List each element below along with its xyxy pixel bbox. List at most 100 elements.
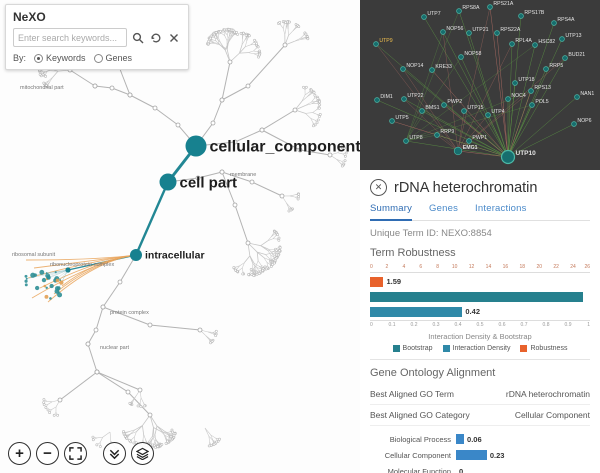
tree-node[interactable] xyxy=(137,387,143,393)
gene-node-UTP18[interactable] xyxy=(512,80,518,86)
cluster-node[interactable] xyxy=(59,279,62,281)
gene-node-NOC4[interactable] xyxy=(505,96,511,102)
tree-node[interactable] xyxy=(227,59,233,65)
tree-node[interactable] xyxy=(282,42,288,48)
tree-node-intracellular[interactable] xyxy=(130,249,142,261)
search-icon[interactable] xyxy=(130,30,145,45)
gene-node-EMG1[interactable] xyxy=(453,146,463,156)
cluster-node[interactable] xyxy=(41,277,47,283)
gene-node-PWP1[interactable] xyxy=(466,138,472,144)
tree-node[interactable] xyxy=(125,389,131,395)
reset-icon[interactable] xyxy=(148,30,163,45)
tree-node[interactable] xyxy=(232,202,238,208)
tree-node-cellular_component[interactable] xyxy=(185,135,207,157)
tab-genes[interactable]: Genes xyxy=(429,203,459,214)
cluster-node[interactable] xyxy=(25,277,28,280)
cluster-node[interactable] xyxy=(55,278,60,283)
gene-node-NOP58[interactable] xyxy=(458,54,464,60)
gene-node-PWP2[interactable] xyxy=(441,102,447,108)
tree-node[interactable] xyxy=(57,397,63,403)
cluster-node[interactable] xyxy=(56,286,61,290)
cluster-node[interactable] xyxy=(49,297,52,300)
fit-view-button[interactable] xyxy=(64,442,87,465)
gene-node-UTP15[interactable] xyxy=(461,108,467,114)
tree-node[interactable] xyxy=(210,120,216,126)
gene-node-UTP4[interactable] xyxy=(485,112,491,118)
cluster-node[interactable] xyxy=(45,286,48,290)
cluster-node[interactable] xyxy=(24,283,28,287)
tree-node[interactable] xyxy=(292,107,298,113)
gene-node-UTP10[interactable] xyxy=(500,149,516,165)
tree-node[interactable] xyxy=(195,175,201,181)
cluster-node[interactable] xyxy=(45,272,48,274)
cluster-node[interactable] xyxy=(33,273,37,277)
zoom-in-button[interactable]: + xyxy=(8,442,31,465)
tree-node[interactable] xyxy=(297,147,303,153)
tree-node[interactable] xyxy=(197,327,203,333)
layers-button[interactable] xyxy=(131,442,154,465)
gene-node-NOP56[interactable] xyxy=(440,29,446,35)
cluster-node[interactable] xyxy=(54,271,57,274)
tree-node[interactable] xyxy=(219,169,225,175)
tree-node[interactable] xyxy=(232,139,238,145)
gene-node-UTP7[interactable] xyxy=(421,14,427,20)
gene-node-RPS4A[interactable] xyxy=(551,20,557,26)
tree-node[interactable] xyxy=(152,105,158,111)
radio-genes-circle[interactable] xyxy=(93,53,103,63)
tree-node[interactable] xyxy=(147,322,153,328)
tab-interactions[interactable]: Interactions xyxy=(475,203,527,214)
tree-node[interactable] xyxy=(327,152,333,158)
gene-node-HSC82[interactable] xyxy=(532,42,538,48)
gene-node-DIM1[interactable] xyxy=(374,97,380,103)
tree-node[interactable] xyxy=(249,179,255,185)
cluster-node[interactable] xyxy=(59,280,64,285)
tab-summary[interactable]: Summary xyxy=(370,203,413,221)
cluster-node[interactable] xyxy=(49,283,54,289)
gene-node-NOP14[interactable] xyxy=(400,66,406,72)
tree-node[interactable] xyxy=(245,240,251,246)
tree-node[interactable] xyxy=(93,327,99,333)
cluster-node[interactable] xyxy=(34,285,40,291)
tree-node[interactable] xyxy=(92,83,98,89)
gene-node-RPL4A[interactable] xyxy=(509,41,515,47)
gene-node-BUD21[interactable] xyxy=(562,55,568,61)
tree-node[interactable] xyxy=(147,412,153,418)
gene-node-BMS1[interactable] xyxy=(419,108,425,114)
search-input[interactable] xyxy=(13,28,127,47)
gene-node-RPS21A[interactable] xyxy=(487,4,493,10)
gene-node-RRP5[interactable] xyxy=(543,66,549,72)
tree-node[interactable] xyxy=(259,127,265,133)
gene-node-KRE33[interactable] xyxy=(429,67,435,73)
tree-node[interactable] xyxy=(279,193,285,199)
cluster-node[interactable] xyxy=(57,291,60,294)
tree-node[interactable] xyxy=(245,83,251,89)
gene-node-RPS8A[interactable] xyxy=(456,8,462,14)
tree-node[interactable] xyxy=(109,85,115,91)
cluster-node[interactable] xyxy=(44,294,49,299)
tree-node[interactable] xyxy=(94,369,100,375)
gene-node-UTP5[interactable] xyxy=(389,118,395,124)
cluster-node[interactable] xyxy=(24,274,28,278)
gene-node-NAN1[interactable] xyxy=(574,94,580,100)
close-icon[interactable]: ✕ xyxy=(370,179,387,196)
cluster-hub-node[interactable] xyxy=(65,267,71,273)
tree-node[interactable] xyxy=(219,97,225,103)
gene-node-NOP6[interactable] xyxy=(571,121,577,127)
gene-node-UTP8[interactable] xyxy=(403,138,409,144)
cluster-node[interactable] xyxy=(43,284,47,288)
gene-node-RRP9[interactable] xyxy=(434,132,440,138)
gene-node-UTP22[interactable] xyxy=(401,96,407,102)
gene-node-POL5[interactable] xyxy=(529,102,535,108)
radio-keywords[interactable]: Keywords xyxy=(34,53,86,63)
radio-genes[interactable]: Genes xyxy=(93,53,132,63)
tree-node[interactable] xyxy=(175,122,181,128)
tree-node[interactable] xyxy=(100,304,106,310)
clear-icon[interactable] xyxy=(166,30,181,45)
collapse-button[interactable] xyxy=(103,442,126,465)
gene-node-UTP9[interactable] xyxy=(373,41,379,47)
tree-node[interactable] xyxy=(85,341,91,347)
